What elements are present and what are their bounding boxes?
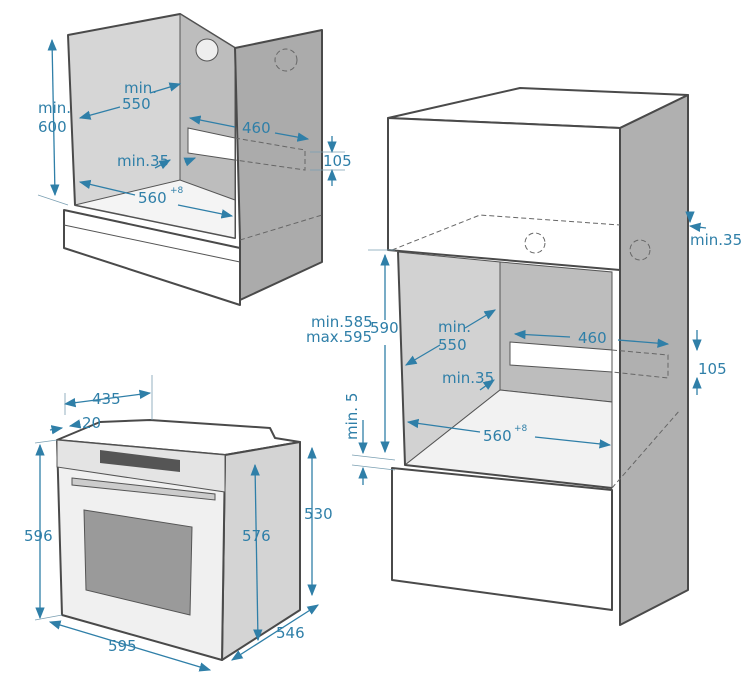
under-counter-dimensions: min. 600 min. 550 460 105 min.35 560 +8 [37,38,352,219]
oven-side-height: 530 [304,505,333,523]
vent-hole-icon [195,38,219,62]
cab2-depth-min-label: min. [438,318,471,336]
vent-hole-icon [524,232,546,254]
oven-dimensions: 435 20 596 576 530 546 595 [24,375,333,672]
cab2-vent-height: 105 [698,360,727,378]
door-handle [71,477,216,501]
cab2-top-gap: min.35 [690,231,742,249]
oven-window [83,509,193,616]
oven-front-height: 596 [24,527,53,545]
cab2-width-tolerance: +8 [514,424,528,434]
oven-top-depth: 435 [92,390,121,408]
under-counter-cabinet [63,13,323,306]
cab2-height-value: 590 [370,319,399,337]
cab2-width-value: 560 [483,427,512,445]
cab1-height-min-label: min. [38,99,71,117]
tall-cabinet [387,87,689,626]
cab1-rear-gap: min.35 [117,152,169,170]
tall-cabinet-dimensions: min.35 min.585 max.595 590 min. 550 460 … [306,211,742,485]
cab2-bottom-gap: min. 5 [343,393,361,440]
cab1-depth-min-label: min. [124,79,157,97]
cab1-vent-width: 460 [242,119,271,137]
oven-front-width: 595 [108,637,137,655]
cab1-width-tolerance: +8 [170,186,184,196]
cab2-vent-width: 460 [578,329,607,347]
cab1-height-value: 600 [38,118,67,136]
oven-body-depth: 546 [276,624,305,642]
oven-body-height: 576 [242,527,271,545]
cab1-width-value: 560 [138,189,167,207]
cab2-height-range-max: max.595 [306,328,372,346]
cab2-height-range-min: min.585 [311,313,373,331]
cab1-depth-value: 550 [122,95,151,113]
cab2-depth-value: 550 [438,336,467,354]
oven-panel-offset: 20 [82,414,101,432]
display [100,450,180,472]
cab1-vent-height: 105 [323,152,352,170]
cab2-rear-gap: min.35 [442,369,494,387]
